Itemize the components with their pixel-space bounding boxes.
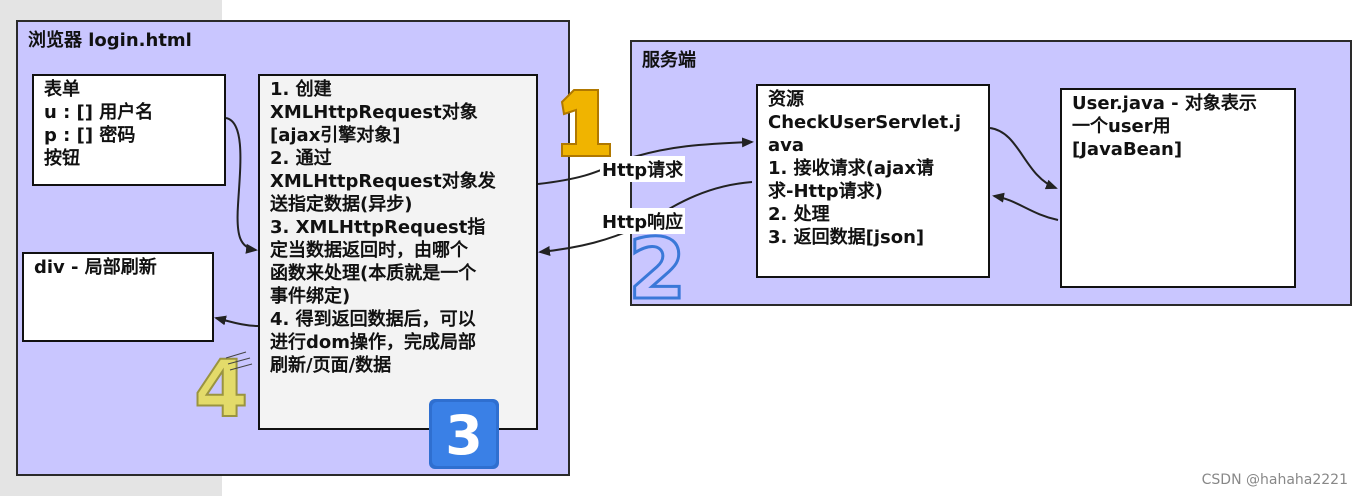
step-4-badge: 4 [190,344,256,436]
resource-line: 资源 [768,89,804,110]
step-2-badge-text: 2 [628,226,682,306]
step-3-badge-text: 3 [445,404,483,467]
steps-to-div-arrow [214,315,259,327]
user-java-box: User.java - 对象表示 一个user用 [JavaBean] [1060,88,1296,288]
steps-line: 1. 创建 [270,79,332,100]
form-box: 表单 u : [] 用户名 p : [] 密码 按钮 [32,74,226,186]
resource-box: 资源 CheckUserServlet.j ava 1. 接收请求(ajax请 … [756,84,990,278]
http-response-label: Http响应 [600,208,686,234]
user-java-line: 一个user用 [1072,116,1171,137]
resource-line: 3. 返回数据[json] [768,227,925,248]
server-panel-title: 服务端 [642,50,696,71]
user-java-line: [JavaBean] [1072,139,1183,160]
steps-line: 事件绑定) [270,286,351,307]
steps-line: 4. 得到返回数据后，可以 [270,309,476,330]
steps-line: 定当数据返回时，由哪个 [270,240,468,261]
form-box-line: 按钮 [44,148,80,169]
form-box-line: p : [] 密码 [44,125,136,146]
browser-panel-title: 浏览器 login.html [28,30,192,51]
resource-line: 求-Http请求) [768,181,883,202]
footer-watermark: CSDN @hahaha2221 [1201,472,1348,488]
step-1-badge: 1 [552,84,618,160]
step-2-badge: 2 [622,219,688,320]
resource-line: 2. 处理 [768,204,830,225]
steps-line: 3. XMLHttpRequest指 [270,217,486,238]
step-4-badge-text: 4 [194,350,248,424]
form-to-steps-arrow [225,117,258,254]
step-3-badge: 3 [428,398,500,470]
div-refresh-label: div - 局部刷新 [34,257,157,278]
steps-line: 进行dom操作，完成局部 [270,332,477,353]
steps-line: 2. 通过 [270,148,332,169]
steps-line: 刷新/页面/数据 [270,355,392,376]
user-to-resource-arrow [992,192,1059,221]
steps-box: 1. 创建 XMLHttpRequest对象 [ajax引擎对象] 2. 通过 … [258,74,538,430]
steps-line: XMLHttpRequest对象 [270,102,478,123]
http-request-label: Http请求 [600,156,686,182]
steps-line: 送指定数据(异步) [270,194,413,215]
user-java-line: User.java - 对象表示 [1072,93,1257,114]
steps-line: 函数来处理(本质就是一个 [270,263,477,284]
form-box-line: u : [] 用户名 [44,102,154,123]
steps-line: XMLHttpRequest对象发 [270,171,496,192]
resource-line: 1. 接收请求(ajax请 [768,158,934,179]
div-refresh-box: div - 局部刷新 [22,252,214,342]
resource-line: CheckUserServlet.j [768,112,962,133]
resource-to-user-arrow [989,127,1058,190]
form-box-line: 表单 [44,79,80,100]
steps-line: [ajax引擎对象] [270,125,401,146]
resource-line: ava [768,135,805,156]
